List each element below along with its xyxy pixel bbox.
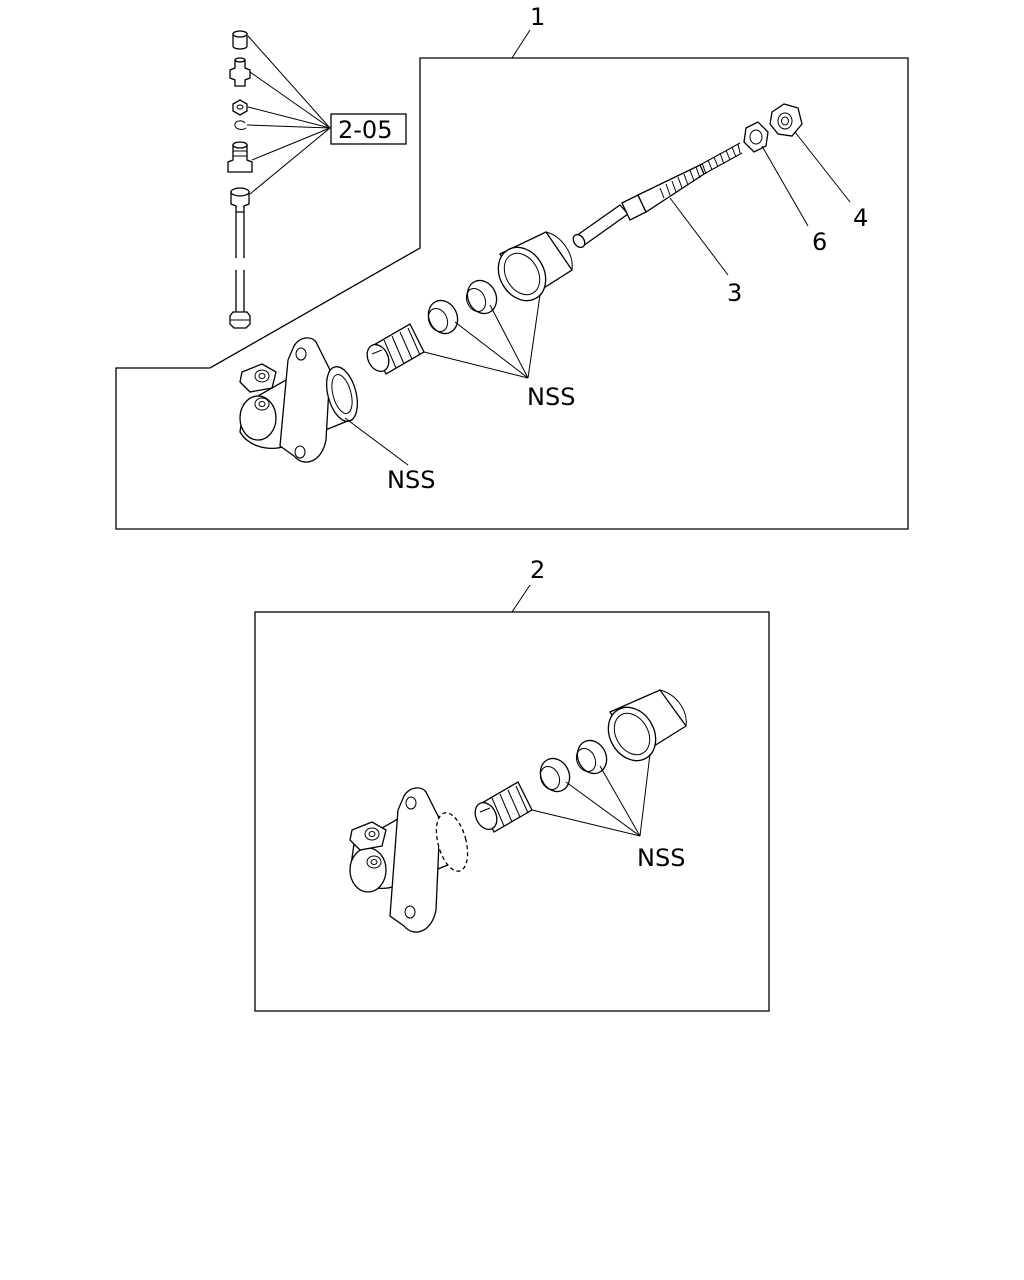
assembly-1: 1 — [115, 3, 909, 530]
nss-label-a1-body: NSS — [387, 466, 435, 494]
callout-6: 6 — [812, 228, 827, 256]
leader-2 — [511, 584, 531, 613]
fitting-stack — [227, 30, 253, 329]
leader-6 — [761, 145, 809, 227]
seal-ring-small-a2 — [539, 757, 571, 793]
cylinder-body — [239, 337, 358, 463]
assembly-2: 2 NSS — [254, 556, 770, 1012]
push-rod-3 — [572, 142, 743, 249]
cylinder-body-a2 — [349, 787, 469, 933]
rod-thread — [659, 143, 741, 199]
seal-ring-small — [427, 299, 459, 335]
piston-spring-a2 — [474, 781, 533, 833]
callout-4: 4 — [853, 204, 868, 232]
callout-1: 1 — [530, 3, 545, 31]
seal-ring-large — [465, 279, 498, 315]
assembly-1-frame — [115, 57, 909, 530]
nss-label-a2-seals: NSS — [637, 844, 685, 872]
piston-spring — [366, 323, 425, 375]
nss-label-a1-seals: NSS — [527, 383, 575, 411]
leader-nss-a1-body — [344, 417, 409, 466]
nut-6 — [743, 121, 769, 153]
reference-label-2-05: 2-05 — [338, 116, 392, 144]
dust-boot — [497, 231, 573, 302]
leader-3 — [669, 197, 729, 276]
leader-4 — [794, 131, 851, 203]
dust-boot-a2 — [607, 689, 687, 762]
leader-1 — [511, 29, 531, 59]
seal-ring-large-a2 — [575, 739, 608, 775]
reference-box-2-05 — [330, 113, 407, 145]
callout-3: 3 — [727, 279, 742, 307]
nut-4 — [769, 103, 803, 137]
callout-2: 2 — [530, 556, 545, 584]
